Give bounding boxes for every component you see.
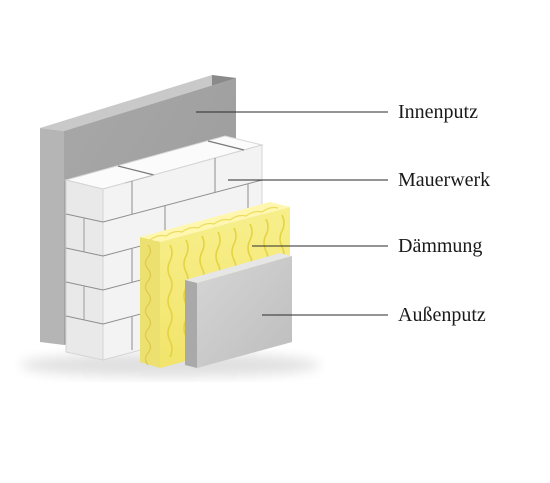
layer-aussenputz (185, 253, 292, 368)
label-mauerwerk: Mauerwerk (398, 169, 491, 191)
label-daemmung: Dämmung (398, 235, 483, 257)
label-innenputz: Innenputz (398, 101, 478, 123)
leader-lines (196, 111, 388, 316)
label-aussenputz: Außenputz (398, 304, 486, 326)
